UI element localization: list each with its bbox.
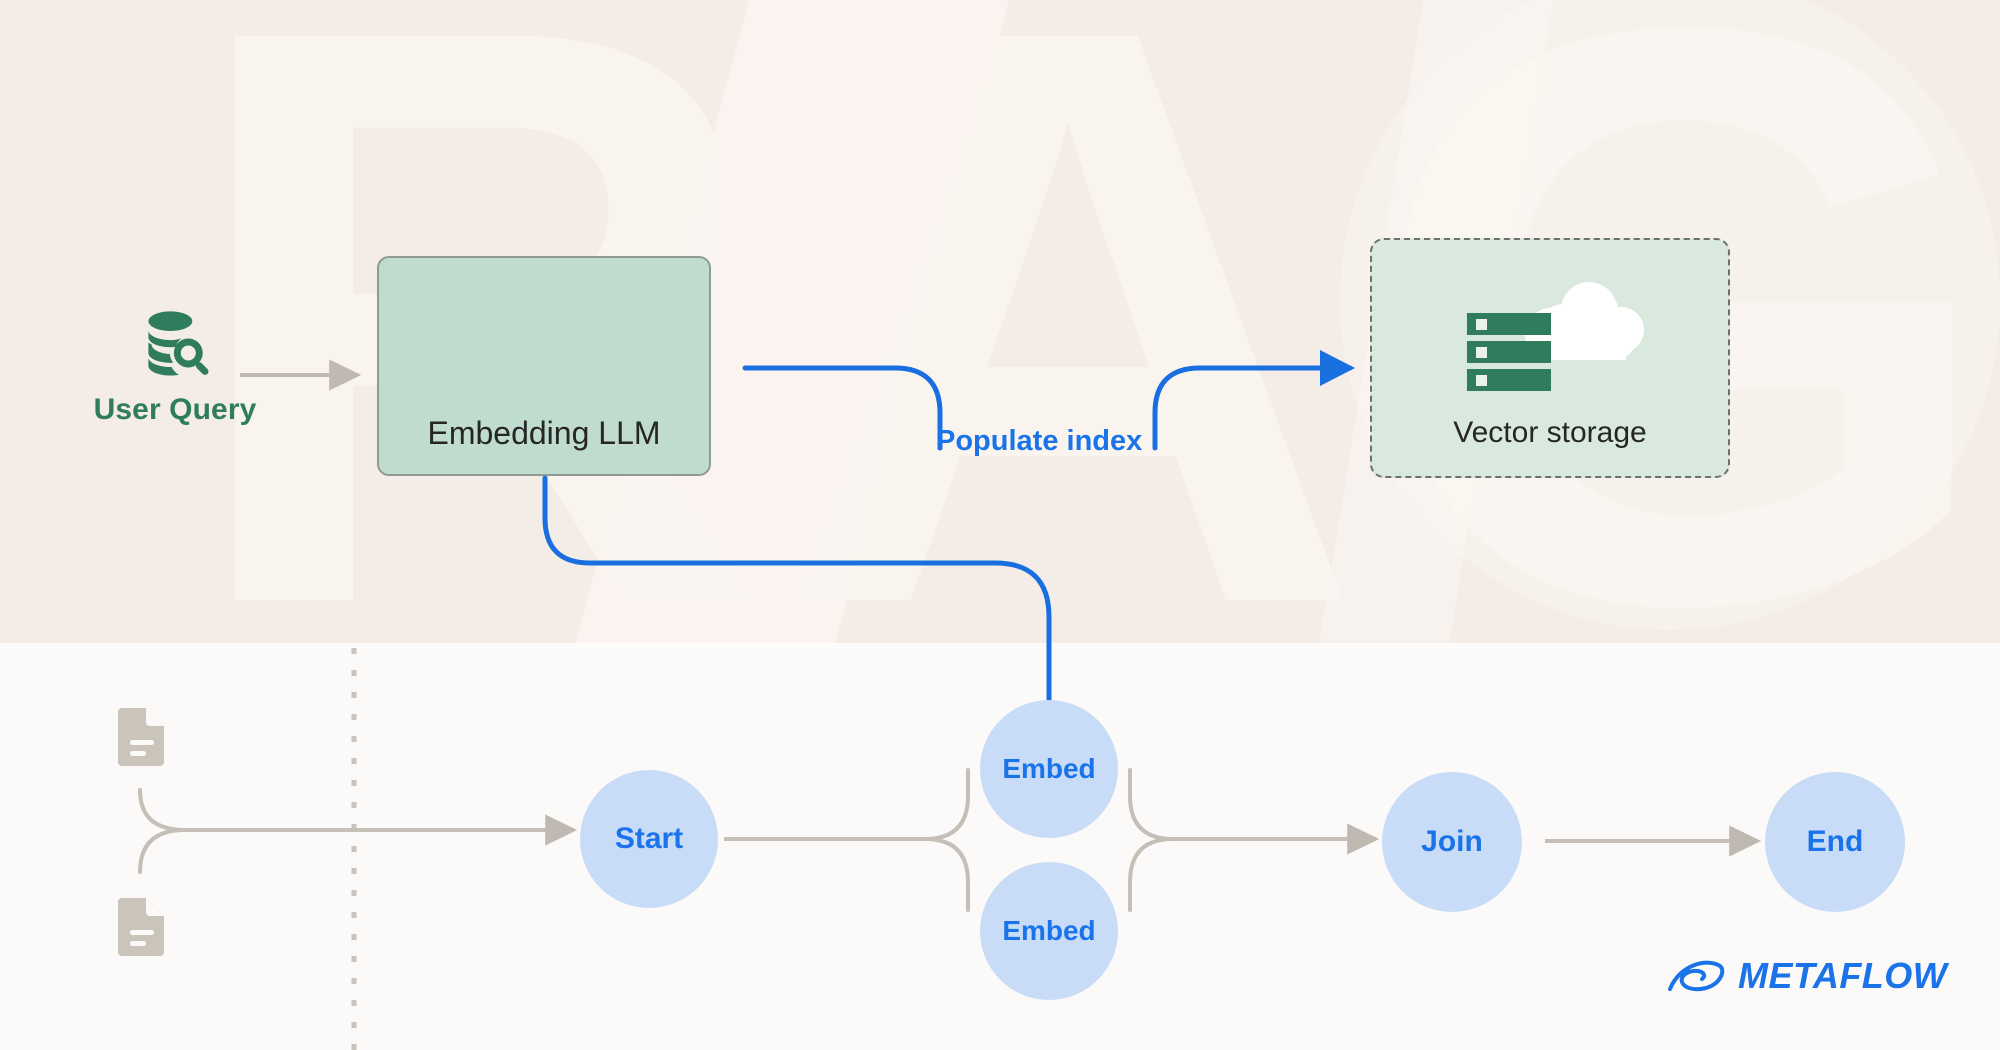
flow-node-end-label: End bbox=[1806, 825, 1864, 858]
server-cloud-icon bbox=[1467, 282, 1644, 391]
flow-node-embed-2[interactable]: Embed bbox=[980, 862, 1118, 1000]
database-search-icon bbox=[148, 311, 209, 376]
metaflow-eye-icon bbox=[1668, 960, 1725, 992]
flow-node-end[interactable]: End bbox=[1765, 772, 1905, 912]
edge-docs-fanin bbox=[138, 788, 562, 832]
document-icon bbox=[118, 898, 164, 956]
cloud-icon bbox=[1524, 282, 1644, 361]
user-query-group: User Query bbox=[60, 305, 290, 427]
flow-node-start[interactable]: Start bbox=[580, 770, 718, 908]
document-icon bbox=[118, 708, 164, 766]
edge-embeddingllm-to-embed bbox=[542, 475, 1052, 703]
embedding-llm-box[interactable]: Embedding LLM bbox=[377, 256, 711, 476]
band-seam bbox=[0, 643, 2000, 649]
edge-merge-lower bbox=[1128, 837, 1175, 912]
flow-node-embed-1[interactable]: Embed bbox=[980, 700, 1118, 838]
vector-storage-label: Vector storage bbox=[1453, 416, 1647, 449]
metaflow-wordmark: METAFLOW bbox=[1738, 955, 1948, 996]
edge-merge-upper bbox=[1128, 768, 1175, 841]
flow-node-join-label: Join bbox=[1421, 825, 1483, 858]
edge-docs-fanin-2 bbox=[138, 828, 187, 874]
populate-index-label: Populate index bbox=[936, 425, 1143, 457]
flow-node-join[interactable]: Join bbox=[1382, 772, 1522, 912]
edge-populate-index-right bbox=[1152, 350, 1355, 451]
edge-split-upper bbox=[923, 768, 970, 841]
embedding-llm-label: Embedding LLM bbox=[427, 415, 661, 451]
flow-node-embed-2-label: Embed bbox=[1002, 915, 1096, 946]
edge-populate-index-left bbox=[742, 365, 943, 451]
edge-split-lower bbox=[923, 837, 970, 912]
server-rack-icon bbox=[1467, 313, 1551, 391]
flow-node-start-label: Start bbox=[614, 822, 684, 855]
metaflow-logo: METAFLOW bbox=[1668, 955, 1947, 997]
user-query-label: User Query bbox=[93, 393, 257, 426]
flow-node-embed-1-label: Embed bbox=[1002, 753, 1096, 784]
vector-storage-box[interactable]: Vector storage bbox=[1370, 238, 1730, 478]
